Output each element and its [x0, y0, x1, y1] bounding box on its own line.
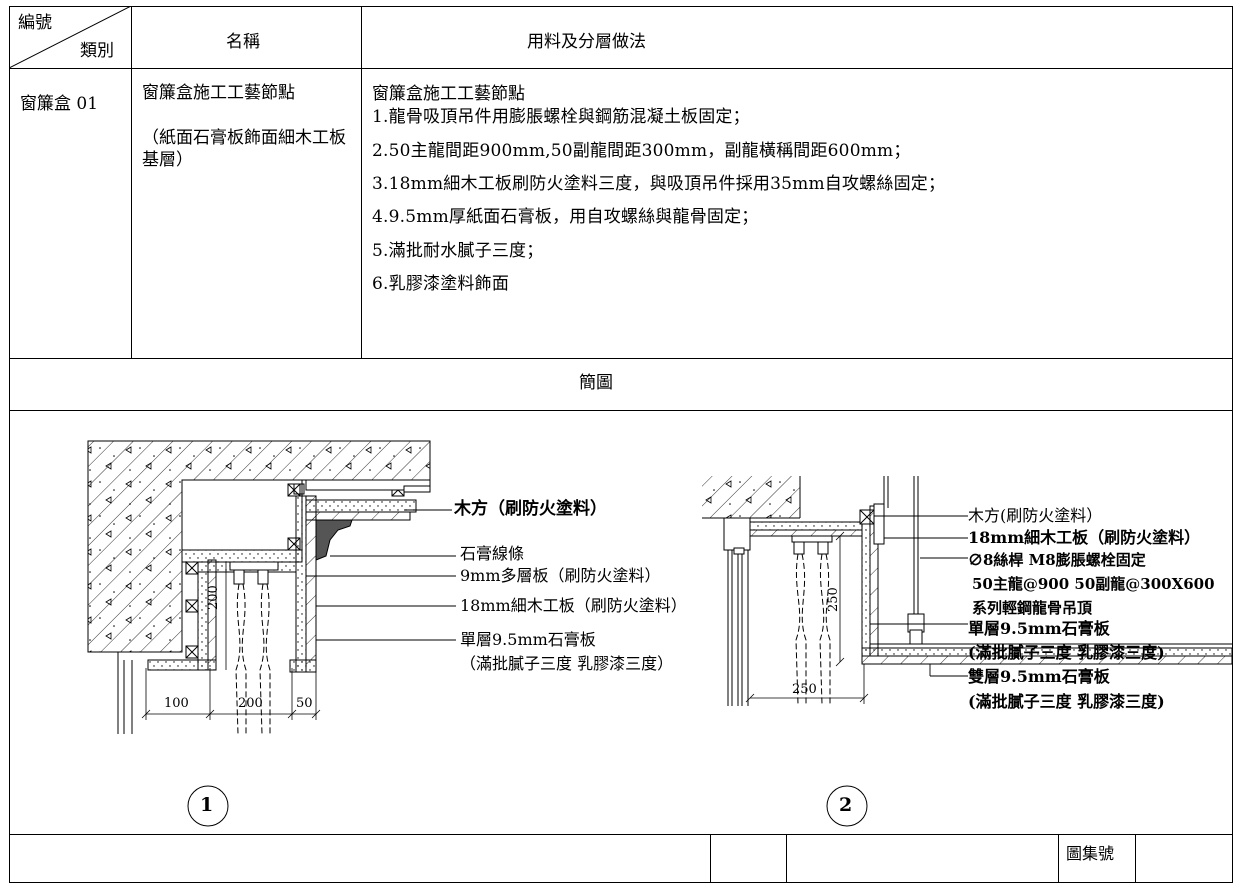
method-header: 用料及分層做法: [527, 32, 646, 52]
dimension-label: 250: [826, 587, 841, 612]
category-header: 類別: [80, 41, 114, 61]
callout-finish-2b: (滿批膩子三度 乳膠漆三度): [968, 692, 1165, 711]
callout-wood-block-2: 木方(刷防火塗料）: [968, 506, 1103, 525]
diagram-2-number: 2: [839, 794, 853, 816]
method-step: 5.滿批耐水膩子三度；: [372, 241, 544, 261]
callout-blockboard: 18mm細木工板（刷防火塗料）: [460, 596, 687, 615]
header-diagonal: [9, 6, 132, 69]
callout-single-gypsum: 單層9.5mm石膏板: [968, 619, 1110, 638]
diagram-section-title: 簡圖: [579, 373, 613, 393]
item-name-note: （紙面石膏板飾面細木工板基層）: [142, 128, 346, 170]
callout-finish-2a: (滿批膩子三度 乳膠漆三度): [968, 643, 1165, 662]
code-header: 編號: [18, 13, 52, 33]
callout-gypsum-board: 單層9.5mm石膏板: [460, 630, 596, 649]
method-step: 1.龍骨吸頂吊件用膨脹螺栓與鋼筋混凝土板固定；: [372, 107, 750, 127]
callout-plywood: 9mm多層板（刷防火塗料）: [460, 566, 661, 585]
dimension-label: 250: [792, 682, 817, 697]
callout-wood-block: 木方（刷防火塗料）: [454, 499, 607, 519]
callout-finish: （滿批膩子三度 乳膠漆三度）: [460, 654, 674, 673]
dimension-label: 200: [238, 696, 263, 711]
dimension-label: 100: [164, 696, 189, 711]
diagram-1-number: 1: [200, 794, 214, 816]
callout-keel-system: 系列輕鋼龍骨吊頂: [972, 599, 1093, 617]
dimension-label: 200: [206, 585, 221, 610]
callout-double-gypsum: 雙層9.5mm石膏板: [968, 667, 1110, 686]
method-title: 窗簾盒施工工藝節點: [372, 84, 525, 104]
callout-rod: ∅8絲桿 M8膨脹螺栓固定: [968, 551, 1146, 569]
dimension-label: 50: [296, 696, 313, 711]
name-header: 名稱: [226, 32, 260, 52]
method-step: 6.乳膠漆塗料飾面: [372, 274, 510, 294]
code-value: 窗簾盒 01: [20, 94, 99, 114]
method-step: 4.9.5mm厚紙面石膏板，用自攻螺絲與龍骨固定；: [372, 207, 759, 227]
method-step: 3.18mm細木工板刷防火塗料三度，與吸頂吊件採用35mm自攻螺絲固定；: [372, 174, 946, 194]
method-step: 2.50主龍間距900mm,50副龍間距300mm，副龍橫稱間距600mm；: [372, 141, 911, 161]
callout-keel-spacing: 50主龍@900 50副龍@300X600: [972, 575, 1215, 593]
callout-gypsum-cornice: 石膏線條: [460, 544, 525, 563]
callout-blockboard-2: 18mm細木工板（刷防火塗料）: [968, 528, 1201, 547]
item-name: 窗簾盒施工工藝節點: [142, 83, 295, 103]
atlas-number-label: 圖集號: [1066, 844, 1115, 863]
